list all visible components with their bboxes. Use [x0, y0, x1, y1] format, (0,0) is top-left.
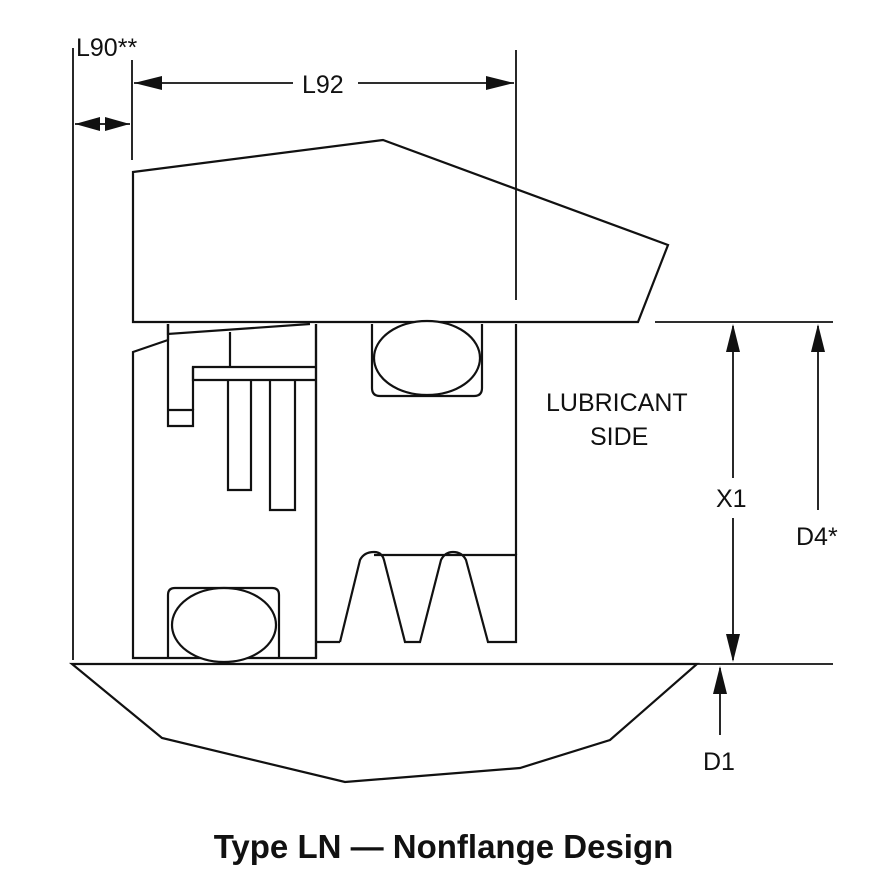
v-spring-seal [338, 550, 518, 644]
d4-arrow-up [811, 324, 825, 352]
l90-arrow-right [105, 117, 130, 131]
d4-label: D4* [796, 523, 838, 551]
seal-upper-wedge [166, 322, 311, 336]
l92-label: L92 [302, 71, 344, 99]
seal-finger-1 [226, 380, 253, 492]
l92-arrow-right [486, 76, 514, 90]
seal-step-inner [191, 367, 316, 382]
l90-arrow-left [75, 117, 100, 131]
seal-internal-frame [191, 332, 316, 410]
figure-caption: Type LN — Nonflange Design [213, 828, 674, 865]
l90-label: L90** [76, 34, 137, 62]
l92-arrow-left [134, 76, 162, 90]
seal-finger-2 [268, 380, 297, 512]
d1-arrow-up [713, 666, 727, 694]
lubricant-side-label-line2: SIDE [590, 423, 648, 451]
lubricant-side-label-line1: LUBRICANT [546, 389, 688, 417]
upper-oring [372, 319, 482, 397]
x1-label: X1 [716, 485, 747, 513]
housing-block [131, 138, 670, 324]
seal-lip [166, 324, 195, 428]
lower-oring [170, 586, 278, 664]
x1-arrow-down [726, 634, 740, 662]
shaft-body [68, 662, 700, 784]
x1-arrow-up [726, 324, 740, 352]
d1-label: D1 [703, 748, 735, 776]
